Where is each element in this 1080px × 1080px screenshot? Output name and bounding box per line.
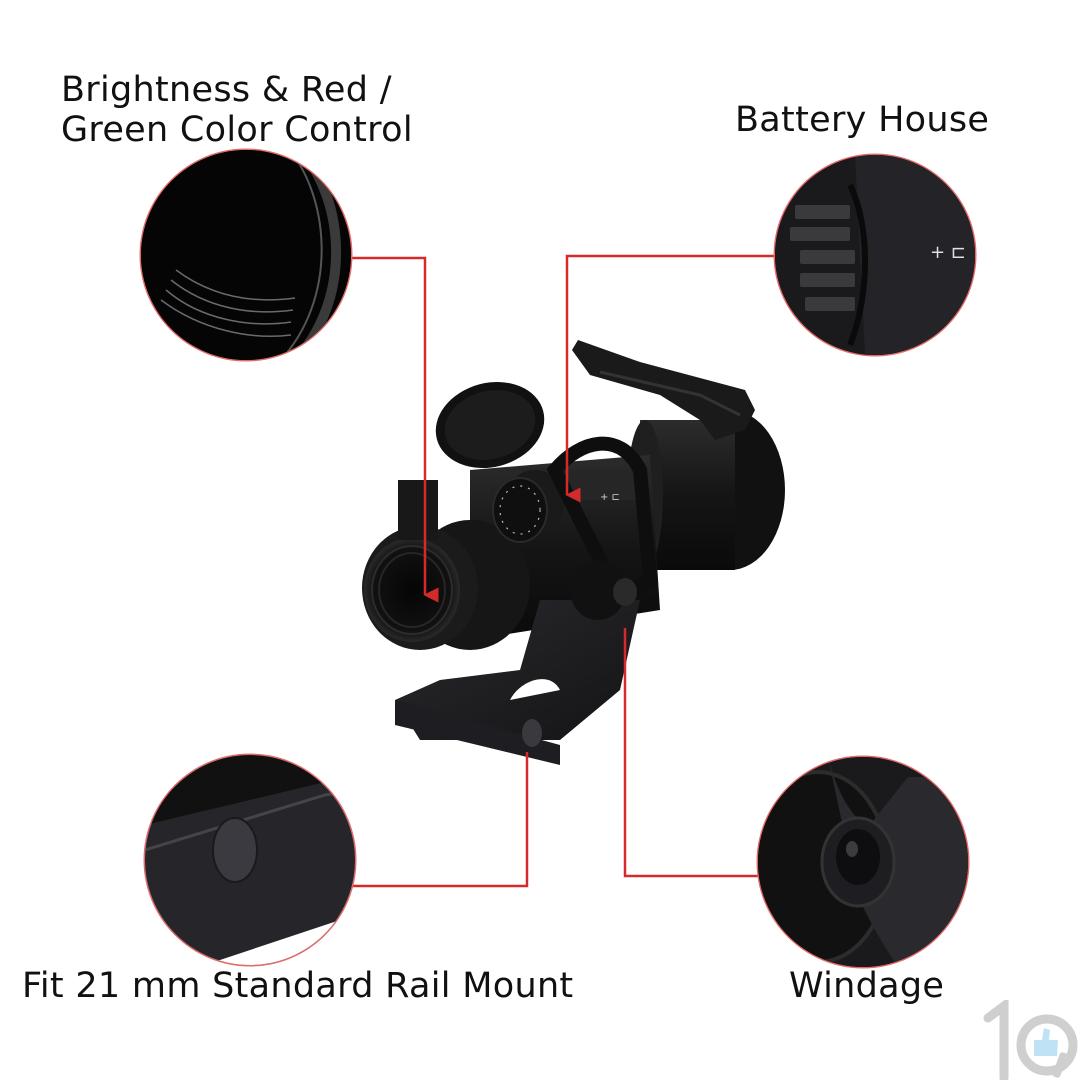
detail-circle-rail-mount (145, 755, 355, 965)
label-line-2: Green Color Control (61, 110, 413, 150)
thumbs-up-icon (1034, 1028, 1058, 1056)
connector-windage (623, 628, 760, 878)
watermark-logo (982, 1000, 1078, 1080)
connector-battery (565, 254, 777, 503)
connector-lines (350, 254, 777, 888)
detail-circle-battery: + ⊏ (775, 155, 975, 355)
front-objective (362, 520, 530, 650)
connector-brightness (352, 256, 439, 603)
callout-label-rail-mount: Fit 21 mm Standard Rail Mount (22, 966, 574, 1006)
detail-circle-windage (758, 757, 968, 967)
detail-circle-brightness (141, 150, 351, 360)
front-flip-cap (398, 382, 545, 540)
windage-knob-and-hoop (546, 436, 658, 620)
callout-label-windage: Windage (789, 966, 945, 1006)
callout-label-brightness: Brightness & Red / Green Color Control (61, 70, 413, 150)
connector-rail (350, 752, 529, 888)
brightness-dial (492, 470, 565, 543)
rear-flip-cap (572, 340, 755, 440)
rail-screw (522, 719, 542, 747)
callout-label-battery: Battery House (735, 100, 990, 140)
battery-polarity-marking: + ⊏ (930, 242, 966, 263)
label-line-1: Brightness & Red / (61, 70, 392, 110)
battery-marking: + ⊏ (600, 492, 620, 503)
cantilever-mount (395, 600, 640, 765)
